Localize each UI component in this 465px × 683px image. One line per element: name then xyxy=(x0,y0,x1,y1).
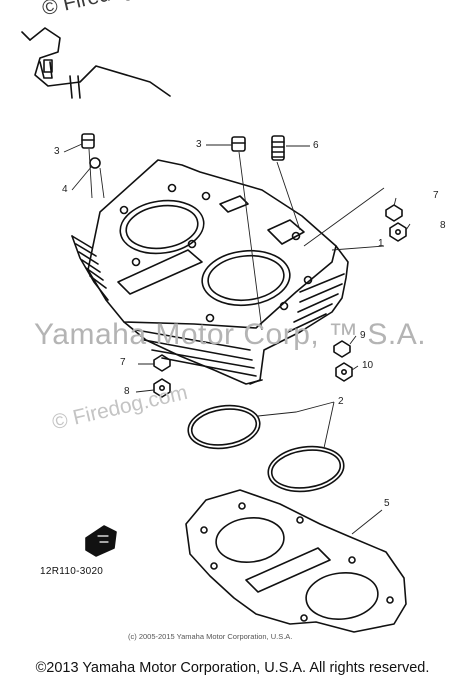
nut-8-right xyxy=(389,222,407,242)
nut-10 xyxy=(335,362,353,382)
o-ring-lower xyxy=(267,445,345,493)
callout-1: 1 xyxy=(378,238,384,249)
washer-7-left xyxy=(153,354,171,372)
engine-fragment-top-left xyxy=(21,27,171,99)
cylinder-block xyxy=(71,159,349,385)
callout-7-right: 7 xyxy=(433,190,439,201)
part-code-label: 12R110-3020 xyxy=(40,566,104,577)
callout-4: 4 xyxy=(62,184,68,195)
washer-9 xyxy=(333,340,351,358)
callout-3-left: 3 xyxy=(54,146,60,157)
callout-7-left: 7 xyxy=(120,357,126,368)
callout-5: 5 xyxy=(384,498,390,509)
dowel-pin-3-right xyxy=(231,136,246,152)
callout-9: 9 xyxy=(360,330,366,341)
base-gasket xyxy=(185,489,407,633)
watermark-band: Yamaha Motor Corp, ™ S.A. xyxy=(34,318,427,351)
stud-6 xyxy=(271,135,285,161)
leader-lines xyxy=(63,143,411,535)
callout-10: 10 xyxy=(362,360,374,371)
callout-3-right: 3 xyxy=(196,139,202,150)
nut-8-left xyxy=(153,378,171,398)
dowel-pin-3-left xyxy=(81,133,95,149)
callout-2: 2 xyxy=(338,396,344,407)
callout-6: 6 xyxy=(313,140,319,151)
callout-8-right: 8 xyxy=(440,220,446,231)
o-ring-upper xyxy=(187,404,261,450)
diagram-copyright: (c) 2005-2015 Yamaha Motor Corporation, … xyxy=(128,632,293,641)
washer-7-right xyxy=(385,204,403,222)
footer-copyright: ©2013 Yamaha Motor Corporation, U.S.A. A… xyxy=(35,660,430,676)
part-tag-icon xyxy=(85,525,117,557)
callout-8-left: 8 xyxy=(124,386,130,397)
